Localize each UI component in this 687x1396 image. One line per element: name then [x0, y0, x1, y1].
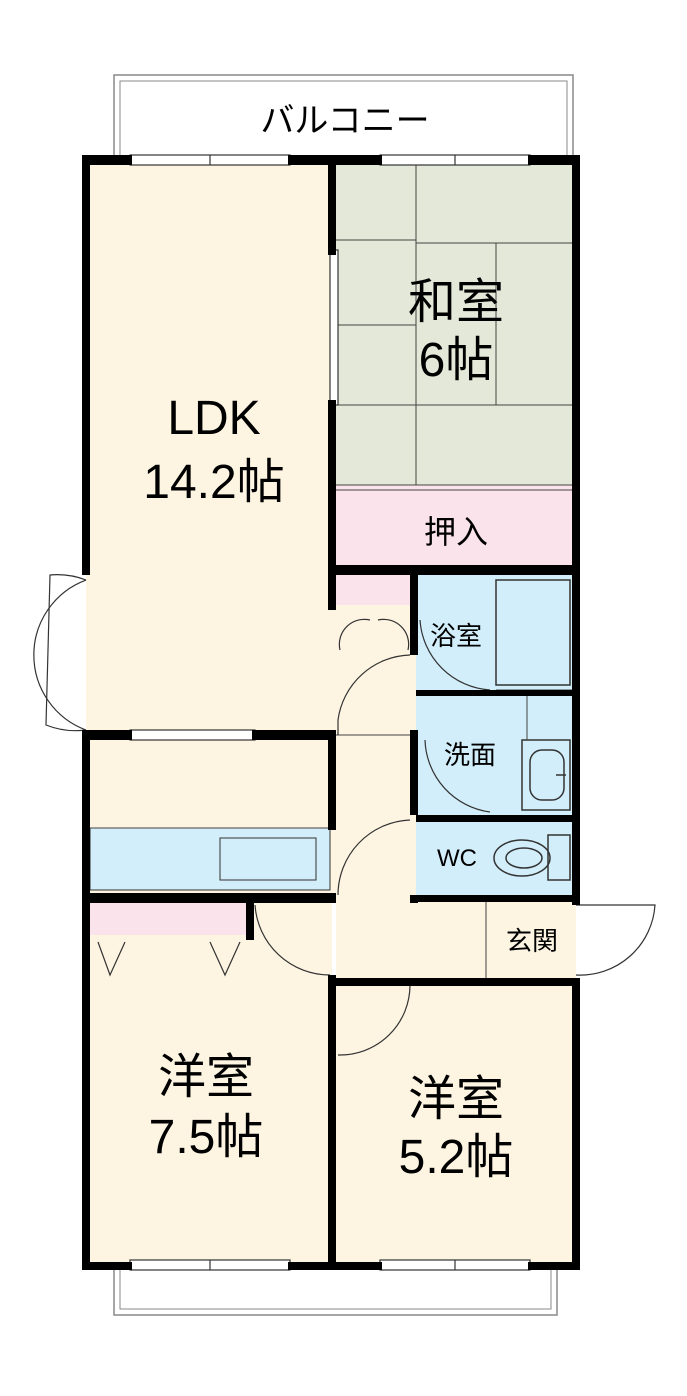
yoshitsu2-floor — [336, 985, 576, 1265]
yoshitsu1-size: 7.5帖 — [149, 1111, 264, 1164]
toilet-icon — [493, 834, 571, 881]
balcony-top — [113, 74, 574, 161]
washroom-label: 洗面 — [444, 740, 496, 770]
oshiire-floor — [336, 485, 576, 565]
sink-icon — [521, 739, 571, 811]
yoshitsu2-name: 洋室 — [408, 1073, 504, 1126]
yoshitsu2-size: 5.2帖 — [399, 1131, 514, 1184]
yoshitsu1-name: 洋室 — [158, 1051, 254, 1104]
yoshitsu1-floor — [86, 900, 332, 1265]
yoshitsu1-closet — [86, 900, 246, 935]
washitsu-size: 6帖 — [419, 334, 494, 387]
bathtub — [495, 579, 571, 686]
balcony-label: バルコニー — [260, 102, 429, 140]
washitsu-floor — [336, 160, 576, 485]
washroom-floor — [416, 695, 576, 815]
ldk-name: LDK — [167, 392, 260, 445]
entrance-floor — [416, 895, 576, 985]
bath-label: 浴室 — [430, 621, 482, 651]
ldk-size: 14.2帖 — [143, 456, 284, 509]
door-swings — [33, 574, 656, 1056]
hall-closet — [336, 575, 411, 605]
tatami-lines — [336, 160, 576, 485]
balcony-bottom — [113, 1264, 558, 1316]
walls — [82, 155, 580, 1270]
washitsu-name: 和室 — [408, 276, 504, 329]
ldk-floor — [86, 160, 336, 735]
wc-label: WC — [437, 845, 477, 872]
entrance-label: 玄関 — [506, 926, 558, 956]
hall-floor — [336, 575, 416, 985]
oshiire-label: 押入 — [424, 514, 488, 550]
